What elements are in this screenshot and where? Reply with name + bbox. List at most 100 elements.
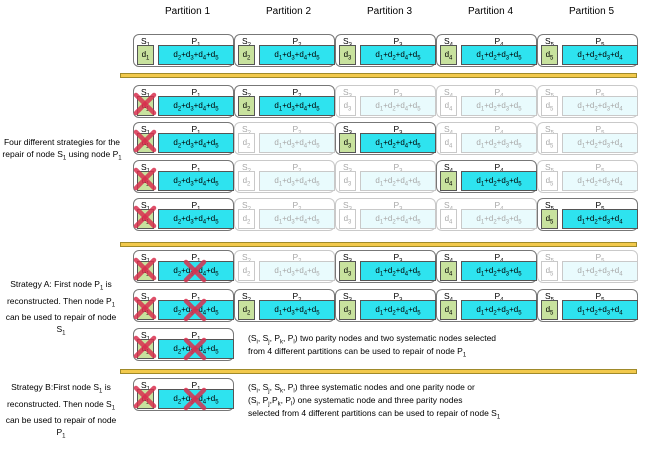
parity-node-box: d1+d2+d4+d5 [360,171,436,191]
systematic-node-box: d2 [238,209,255,229]
node-cell-p2: S2P2d2d1+d3+d4+d5 [234,122,335,155]
parity-node-box: d1+d2+d4+d5 [360,300,436,320]
node-cell-p5: S5P5d5d1+d2+d3+d4 [537,160,638,193]
systematic-node-box: d5 [541,209,558,229]
parity-node-box: d1+d3+d4+d5 [259,300,335,320]
parity-node-box: d2+d3+d4+d5 [158,300,234,320]
node-cell-p2: S2P2d2d1+d3+d4+d5 [234,289,335,322]
node-cell-p4: S4P4d4d1+d2+d3+d5 [436,122,537,155]
parity-node-box: d2+d3+d4+d5 [158,261,234,281]
parity-node-box: d2+d3+d4+d5 [158,133,234,153]
systematic-node-box: d1 [137,300,154,320]
node-cell-p1: S1P1d1d2+d3+d4+d5 [133,122,234,155]
systematic-node-box: d1 [137,339,154,359]
parity-node-box: d1+d2+d3+d4 [562,171,638,191]
parity-node-box: d1+d2+d3+d5 [461,171,537,191]
systematic-node-box: d5 [541,171,558,191]
systematic-node-box: d2 [238,45,255,65]
parity-node-box: d1+d3+d4+d5 [259,261,335,281]
systematic-node-box: d5 [541,261,558,281]
node-cell-p4: S4P4d4d1+d2+d3+d5 [436,85,537,118]
parity-node-box: d2+d3+d4+d5 [158,339,234,359]
node-cell-p3: S3P3d3d1+d2+d4+d5 [335,250,436,283]
node-cell-p2: S2P2d2d1+d3+d4+d5 [234,34,335,67]
node-cell-p1: S1P1d1d2+d3+d4+d5 [133,289,234,322]
systematic-node-box: d3 [339,96,356,116]
strategy-a-note-line2: from 4 different partitions can be used … [248,346,467,359]
section-separator [120,73,637,78]
systematic-node-box: d3 [339,300,356,320]
systematic-node-box: d4 [440,45,457,65]
parity-node-box: d2+d3+d4+d5 [158,209,234,229]
parity-node-box: d1+d2+d3+d5 [461,300,537,320]
strategy-a-note-line1: (Si, Sj, Pk, Pl) two parity nodes and tw… [248,333,497,346]
node-cell-p3: S3P3d3d1+d2+d4+d5 [335,85,436,118]
node-cell-p4: S4P4d4d1+d2+d3+d5 [436,160,537,193]
parity-node-box: d1+d3+d4+d5 [259,209,335,229]
systematic-node-box: d3 [339,261,356,281]
parity-node-box: d1+d2+d3+d5 [461,45,537,65]
node-cell-p3: S3P3d3d1+d2+d4+d5 [335,198,436,231]
section-separator [120,369,637,374]
systematic-node-box: d1 [137,389,154,409]
side-label-b-text: Strategy B:First node S1 is reconstructe… [5,382,117,441]
systematic-node-box: d2 [238,96,255,116]
node-cell-p3: S3P3d3d1+d2+d4+d5 [335,160,436,193]
side-label-strategy-a: Strategy A: First node P1 is reconstruct… [2,278,120,340]
node-cell-p2: S2P2d2d1+d3+d4+d5 [234,160,335,193]
parity-node-box: d1+d2+d4+d5 [360,209,436,229]
systematic-node-box: d5 [541,96,558,116]
systematic-node-box: d1 [137,96,154,116]
parity-node-box: d1+d3+d4+d5 [259,171,335,191]
node-cell-p5: S5P5d5d1+d2+d3+d4 [537,122,638,155]
parity-node-box: d2+d3+d4+d5 [158,389,234,409]
parity-node-box: d1+d2+d4+d5 [360,45,436,65]
parity-node-box: d1+d2+d3+d4 [562,300,638,320]
parity-node-box: d1+d3+d4+d5 [259,96,335,116]
section-separator [120,242,637,247]
node-cell-p5: S5P5d5d1+d2+d3+d4 [537,289,638,322]
systematic-node-box: d4 [440,171,457,191]
systematic-node-box: d5 [541,133,558,153]
side-label-four-strategies: Four different strategies for the repair… [2,136,122,165]
systematic-node-box: d3 [339,133,356,153]
systematic-node-box: d5 [541,45,558,65]
systematic-node-box: d5 [541,300,558,320]
node-cell-p1: S1P1d1d2+d3+d4+d5 [133,328,234,361]
partition-header: Partition 3 [366,6,413,17]
node-cell-p4: S4P4d4d1+d2+d3+d5 [436,34,537,67]
node-cell-p4: S4P4d4d1+d2+d3+d5 [436,289,537,322]
systematic-node-box: d1 [137,45,154,65]
systematic-node-box: d4 [440,209,457,229]
node-cell-p1: S1P1d1d2+d3+d4+d5 [133,250,234,283]
systematic-node-box: d1 [137,133,154,153]
parity-node-box: d1+d2+d3+d4 [562,45,638,65]
parity-node-box: d1+d2+d3+d5 [461,261,537,281]
systematic-node-box: d1 [137,261,154,281]
node-cell-p2: S2P2d2d1+d3+d4+d5 [234,85,335,118]
partition-header: Partition 5 [568,6,615,17]
systematic-node-box: d4 [440,300,457,320]
systematic-node-box: d4 [440,133,457,153]
node-cell-p2: S2P2d2d1+d3+d4+d5 [234,198,335,231]
partition-header: Partition 2 [265,6,312,17]
node-cell-p1: S1P1d1d2+d3+d4+d5 [133,85,234,118]
systematic-node-box: d3 [339,45,356,65]
strategy-b-note-line2: (Si, Pj,Pk, Pl) one systematic node and … [248,395,463,408]
node-cell-p1: S1P1d1d2+d3+d4+d5 [133,198,234,231]
node-cell-p1: S1P1d1d2+d3+d4+d5 [133,34,234,67]
node-cell-p1: S1P1d1d2+d3+d4+d5 [133,378,234,411]
parity-node-box: d2+d3+d4+d5 [158,171,234,191]
systematic-node-box: d3 [339,171,356,191]
side-label-a-text: Strategy A: First node P1 is reconstruct… [5,279,117,338]
partition-header: Partition 1 [164,6,211,17]
parity-node-box: d1+d3+d4+d5 [259,133,335,153]
parity-node-box: d2+d3+d4+d5 [158,96,234,116]
parity-node-box: d1+d2+d3+d4 [562,261,638,281]
node-cell-p2: S2P2d2d1+d3+d4+d5 [234,250,335,283]
strategy-b-note-line3: selected from 4 different partitions can… [248,408,501,421]
node-cell-p3: S3P3d3d1+d2+d4+d5 [335,289,436,322]
node-cell-p1: S1P1d1d2+d3+d4+d5 [133,160,234,193]
parity-node-box: d1+d2+d4+d5 [360,261,436,281]
